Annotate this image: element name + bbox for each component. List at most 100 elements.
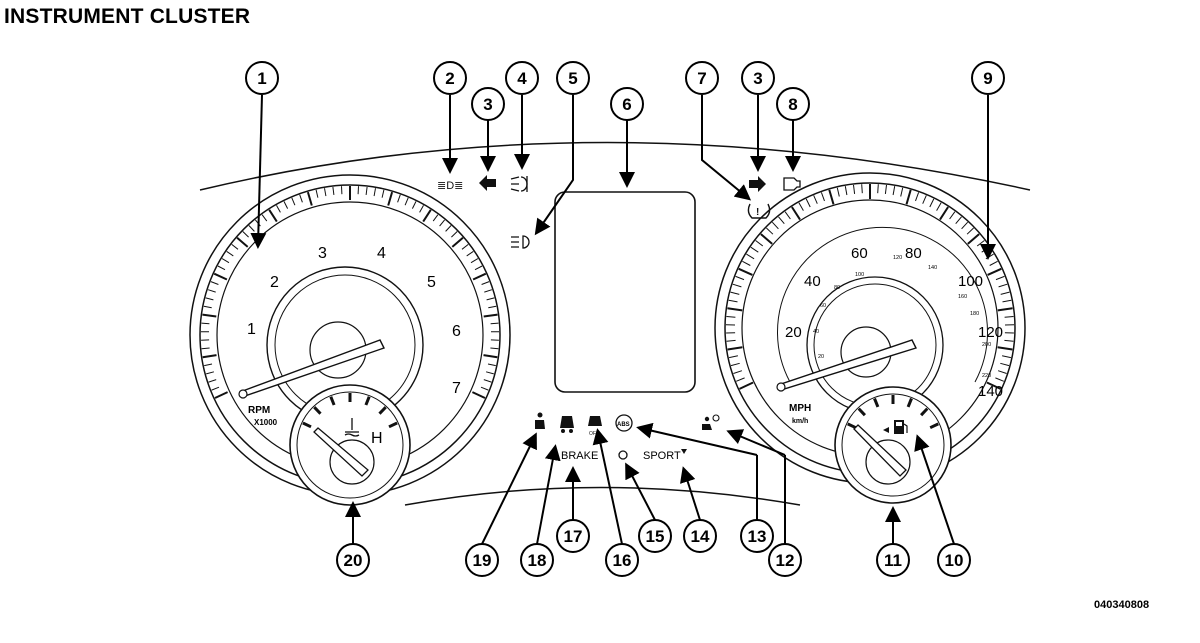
- dial-tick: [480, 386, 489, 391]
- svg-text:5: 5: [568, 69, 577, 88]
- dial-tick: [248, 225, 255, 232]
- dial-tick: [733, 370, 743, 374]
- speed-label-80: 80: [905, 245, 922, 262]
- brake-label: BRAKE: [561, 450, 598, 462]
- callout-20: 20: [336, 543, 370, 577]
- temp-needle: [313, 427, 369, 477]
- svg-text:9: 9: [983, 69, 992, 88]
- dial-tick: [397, 194, 401, 203]
- dial-tick: [208, 379, 217, 383]
- dial-tick: [726, 316, 736, 318]
- svg-text:14: 14: [691, 527, 710, 546]
- dial-tick: [997, 307, 1013, 312]
- svg-text:13: 13: [748, 527, 767, 546]
- dial-tick: [419, 205, 424, 213]
- dial-tick: [461, 244, 469, 250]
- dial-tick: [728, 355, 739, 359]
- dial-tick: [226, 250, 234, 257]
- svg-text:20: 20: [344, 551, 363, 570]
- callout-13: 13: [740, 519, 774, 553]
- dial-tick: [989, 260, 998, 266]
- dial-tick: [728, 299, 738, 303]
- dial-tick: [201, 347, 210, 350]
- cruise-icon: [618, 450, 628, 460]
- svg-text:!: !: [756, 207, 759, 218]
- security-icon: [560, 416, 574, 433]
- dial-tick: [892, 186, 896, 196]
- dial-tick: [302, 421, 312, 429]
- turn-signal-left-icon: [479, 175, 496, 191]
- speed-label-20: 20: [785, 324, 802, 341]
- seatbelt-icon: [535, 412, 545, 429]
- dial-tick: [306, 191, 313, 206]
- dial-tick: [451, 231, 458, 238]
- callout-4: 4: [505, 61, 539, 95]
- dial-tick: [364, 396, 371, 406]
- callout-9: 9: [971, 61, 1005, 95]
- dial-tick: [411, 201, 417, 209]
- kmh-label-120: 120: [893, 255, 902, 261]
- svg-text:6: 6: [622, 95, 631, 114]
- abs-label: ABS: [617, 422, 630, 428]
- svg-text:10: 10: [945, 551, 964, 570]
- dial-tick: [213, 272, 228, 281]
- dial-tick: [483, 354, 498, 359]
- callout-12: 12: [768, 543, 802, 577]
- dial-tick: [1000, 291, 1010, 295]
- dial-tick: [750, 246, 759, 253]
- dial-tick: [211, 386, 220, 391]
- dial-tick: [315, 189, 319, 198]
- dial-tick: [432, 214, 439, 222]
- svg-text:7: 7: [697, 69, 706, 88]
- callout-1: 1: [245, 61, 279, 95]
- dial-tick: [236, 237, 249, 248]
- dial-tick: [483, 379, 492, 383]
- page-title: INSTRUMENT CLUSTER: [4, 5, 251, 28]
- dial-tick: [813, 195, 818, 204]
- dial-tick: [805, 198, 811, 208]
- dial-tick: [755, 240, 764, 247]
- dial-tick: [820, 192, 825, 202]
- speed-unit: MPH: [789, 403, 811, 414]
- dial-tick: [242, 231, 249, 238]
- dial-tick: [997, 370, 1007, 374]
- dial-tick: [466, 250, 474, 257]
- dial-tick: [730, 291, 740, 295]
- dial-tick: [451, 237, 464, 248]
- dial-tick: [261, 214, 268, 222]
- dial-tick: [877, 184, 879, 194]
- callout-11: 11: [876, 543, 910, 577]
- temp-hot-label: H: [371, 430, 383, 447]
- svg-text:15: 15: [646, 527, 665, 546]
- dial-tick: [861, 184, 863, 194]
- dial-tick: [445, 225, 452, 232]
- dial-tick: [472, 272, 487, 281]
- dial-tick: [404, 197, 409, 206]
- dial-tick: [474, 265, 483, 271]
- dial-tick: [936, 202, 942, 211]
- dial-tick: [784, 211, 791, 220]
- svg-text:19: 19: [473, 551, 492, 570]
- speed-label-120: 120: [978, 324, 1003, 341]
- dial-tick: [221, 258, 230, 264]
- dial-tick: [727, 346, 743, 351]
- dial-tick: [483, 313, 498, 318]
- svg-text:3: 3: [483, 95, 492, 114]
- tach-label-6: 6: [452, 323, 461, 340]
- dial-tick: [373, 188, 376, 197]
- callout-17: 17: [556, 519, 590, 553]
- dial-tick: [439, 219, 445, 227]
- dial-tick: [313, 406, 322, 415]
- dial-tick: [906, 397, 913, 408]
- abs-icon: ABS: [615, 414, 633, 432]
- kmh-label-100: 100: [855, 272, 864, 278]
- kmh-label-140: 140: [928, 265, 937, 271]
- temperature-gauge: H: [289, 384, 411, 506]
- speed-label-60: 60: [851, 245, 868, 262]
- dial-tick: [332, 186, 335, 195]
- dial-tick: [470, 258, 479, 264]
- center-display: [554, 191, 696, 393]
- svg-text:17: 17: [564, 527, 583, 546]
- speed-label-100: 100: [958, 273, 983, 290]
- dial-tick: [995, 275, 1005, 281]
